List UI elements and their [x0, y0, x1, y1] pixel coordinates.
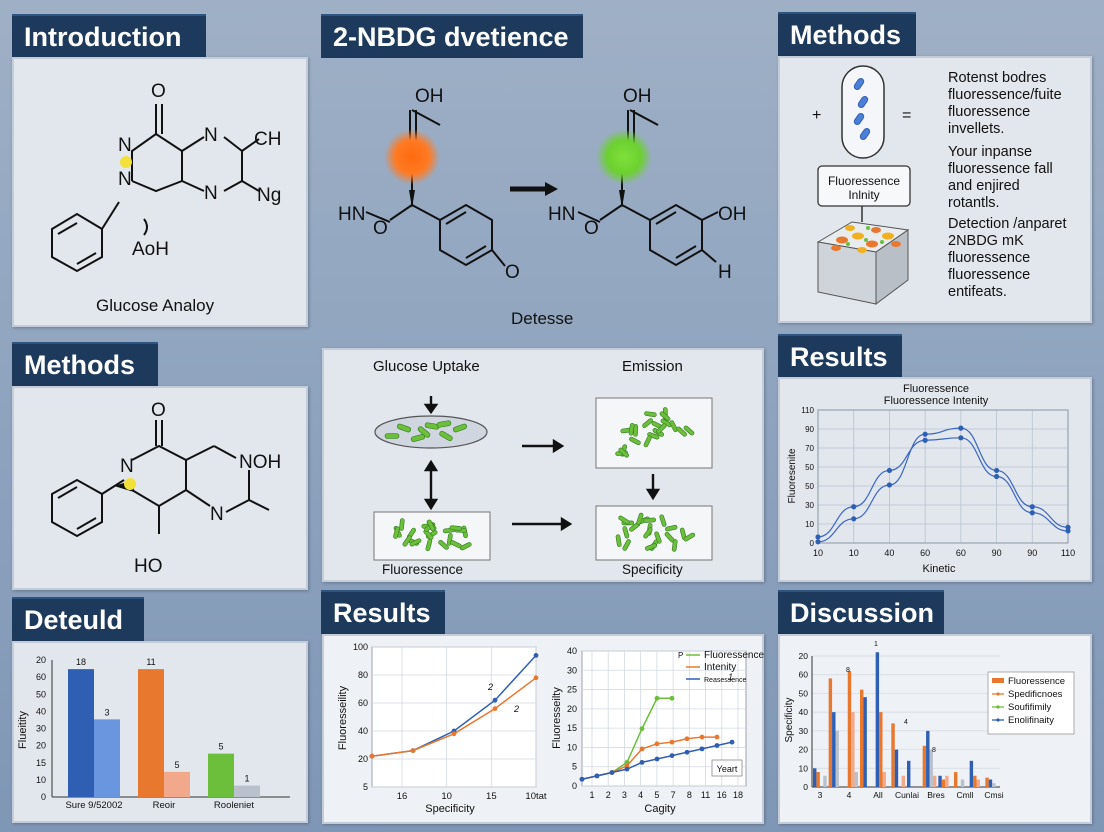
- results-right-title: Results: [778, 334, 902, 378]
- center-title: 2-NBDG dvetience: [321, 14, 583, 58]
- atom-nh: NOH: [239, 452, 281, 473]
- atom-o: O: [151, 81, 166, 102]
- atom-ch: CH: [254, 129, 281, 150]
- methods-left-title: Methods: [12, 342, 158, 386]
- atom-n3: N: [204, 125, 218, 146]
- intro-panel: O N N N N CH Ng AoH Glucose Analoy: [12, 57, 308, 327]
- reaction-arrow: [545, 182, 558, 196]
- atom-o: O: [151, 400, 166, 421]
- results-mid-panel: [322, 634, 764, 824]
- deteuld-panel: [12, 641, 308, 823]
- methods-top-title: Methods: [778, 12, 916, 56]
- glucose-analog-structure: O N N N N CH Ng AoH: [51, 81, 281, 273]
- atom-ho: HO: [134, 556, 163, 577]
- methods-text-block-3: Detection /anparet 2NBDG mK fluoressence…: [948, 216, 1067, 300]
- atom-hn2: HN: [548, 204, 575, 225]
- atom-oh1: OH: [415, 86, 444, 107]
- results-mid-title: Results: [321, 590, 445, 634]
- atom-o1: O: [373, 218, 388, 239]
- methods-text-block-2: Your inpanse fluoressence fall and enjir…: [948, 144, 1053, 211]
- methods-text-block-1: Rotenst bodres fluoressence/fuite fluore…: [948, 70, 1062, 137]
- center-caption: Detesse: [511, 309, 573, 328]
- atom-aoh: AoH: [132, 239, 169, 260]
- atom-oh2: OH: [623, 86, 652, 107]
- orange-fluorophore: [384, 129, 440, 185]
- discussion-title: Discussion: [778, 590, 944, 634]
- fluorescence-label: Fluoressence: [382, 562, 464, 577]
- atom-n2: N: [210, 504, 224, 525]
- atom-n1: N: [120, 456, 134, 477]
- green-fluorophore: [596, 129, 652, 185]
- atom-oh3: OH: [718, 204, 747, 225]
- atom-n4: N: [204, 183, 218, 204]
- intro-title: Introduction: [12, 14, 206, 58]
- deteuld-title: Deteuld: [12, 597, 144, 641]
- atom-n2: N: [118, 169, 132, 190]
- atom-o2: O: [505, 262, 520, 283]
- process-panel: [322, 348, 764, 582]
- atom-ng: Ng: [257, 185, 281, 206]
- emission-label: Emission: [622, 358, 683, 375]
- atom-h: H: [718, 262, 732, 283]
- specificity-label: Specificity: [622, 562, 683, 577]
- discussion-panel: [778, 634, 1092, 824]
- glucose-uptake-label: Glucose Uptake: [373, 358, 480, 375]
- results-right-panel: [778, 377, 1092, 582]
- intro-caption: Glucose Analoy: [96, 296, 215, 315]
- atom-n1: N: [118, 135, 132, 156]
- methods-structure: O N N NOH HO: [51, 400, 281, 577]
- methods-left-panel: O N N NOH HO: [12, 386, 308, 590]
- atom-hn1: HN: [338, 204, 365, 225]
- atom-o3: O: [584, 218, 599, 239]
